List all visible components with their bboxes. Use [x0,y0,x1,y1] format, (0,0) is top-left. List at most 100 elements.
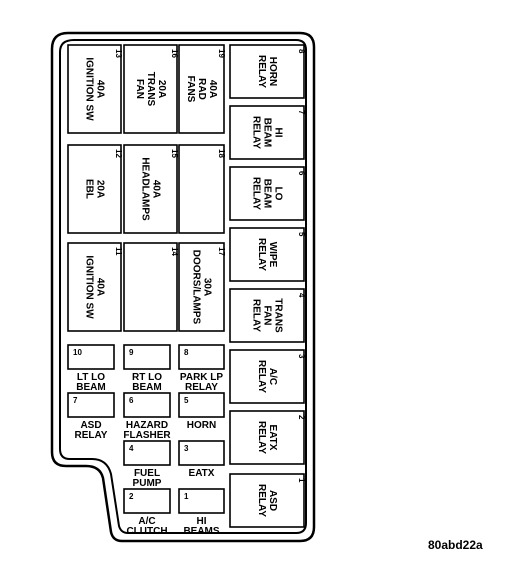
housing-inner-outline [59,39,307,534]
cavity-14-box [123,242,178,332]
fuse-label-line: PUMP [133,478,162,489]
cavity-number: 18 [217,149,226,158]
cavity-label-line: HI [273,128,284,138]
cavity-12-box [67,144,122,234]
fuse-9-box [123,344,171,370]
cavity-label-line: 40A [95,278,106,296]
fuse-label-line: LT LO [77,372,105,383]
cavity-17-box [178,242,225,332]
cavity-18-box [178,144,225,234]
cavity-label-line: RELAY [256,484,267,517]
fuse-label-line: RELAY [185,382,218,393]
cavity-label-line: RELAY [251,299,262,332]
cavity-13-box [67,44,122,134]
figure-code: 80abd22a [428,538,483,552]
fuse-number: 5 [184,396,189,405]
fuse-1-box [178,488,225,514]
fuse-number: 7 [73,396,78,405]
cavity-number: 13 [114,49,123,58]
cavity-7-box [229,105,305,160]
cavity-label-line: 40A [207,80,218,98]
cavity-label-line: FANS [185,76,196,103]
fuse-label-line: EATX [189,468,215,479]
cavity-label-line: 40A [151,180,162,198]
cavity-label-line: RELAY [256,360,267,393]
cavity-label-line: RAD [196,78,207,100]
fuse-number: 8 [184,348,189,357]
cavity-number: 14 [170,247,179,256]
cavity-8-box [229,44,305,99]
fuse-number: 4 [129,444,134,453]
cavity-label-line: FAN [134,79,145,99]
cavity-18: 18 [178,144,226,234]
cavity-number: 8 [297,49,306,54]
cavity-label-line: TRANS [273,298,284,333]
cavity-label-line: HEADLAMPS [140,157,151,221]
cavity-number: 1 [297,478,306,483]
cavity-label-line: RELAY [256,55,267,88]
cavity-number: 11 [114,247,123,256]
fuse-label-line: FUEL [134,468,160,479]
cavity-label-line: 40A [95,80,106,98]
fuse-label-line: CLUTCH [126,526,167,537]
cavity-label-line: RELAY [256,238,267,271]
cavity-15-box [123,144,178,234]
cavity-label-line: BEAM [262,118,273,147]
cavity-label-line: LO [273,187,284,201]
cavity-4-box [229,288,305,343]
fuse-label-line: RT LO [132,372,162,383]
fuse-5-box [178,392,225,418]
fuse-label-line: BEAM [132,382,161,393]
cavity-number: 7 [297,110,306,115]
cavity-number: 12 [114,149,123,158]
cavity-label-line: BEAM [262,179,273,208]
cavity-number: 19 [217,49,226,58]
cavity-label-line: A/C [267,368,278,385]
housing-outline [50,31,316,543]
cavity-2-box [229,410,305,465]
cavity-label-line: RELAY [256,421,267,454]
fuse-label-line: HAZARD [126,420,168,431]
fuse-label-line: RELAY [75,430,108,441]
cavity-label-line: 20A [156,80,167,98]
cavity-label-line: HORN [267,57,278,86]
fuse-6-box [123,392,171,418]
cavity-number: 15 [170,149,179,158]
cavity-label-line: IGNITION SW [84,255,95,319]
cavity-3-box [229,349,305,404]
cavity-label-line: 30A [202,278,213,296]
cavity-label-line: DOORS/LAMPS [191,250,202,325]
fuse-number: 10 [73,348,82,357]
cavity-1-box [229,473,305,528]
fuse-2-box [123,488,171,514]
fuse-number: 1 [184,492,189,501]
cavity-11-box [67,242,122,332]
cavity-number: 16 [170,49,179,58]
fuse-8-box [178,344,225,370]
fuse-label-line: HORN [187,420,216,431]
fuse-label-line: BEAM [76,382,105,393]
cavity-number: 2 [297,415,306,420]
cavity-14: 14 [123,242,179,332]
